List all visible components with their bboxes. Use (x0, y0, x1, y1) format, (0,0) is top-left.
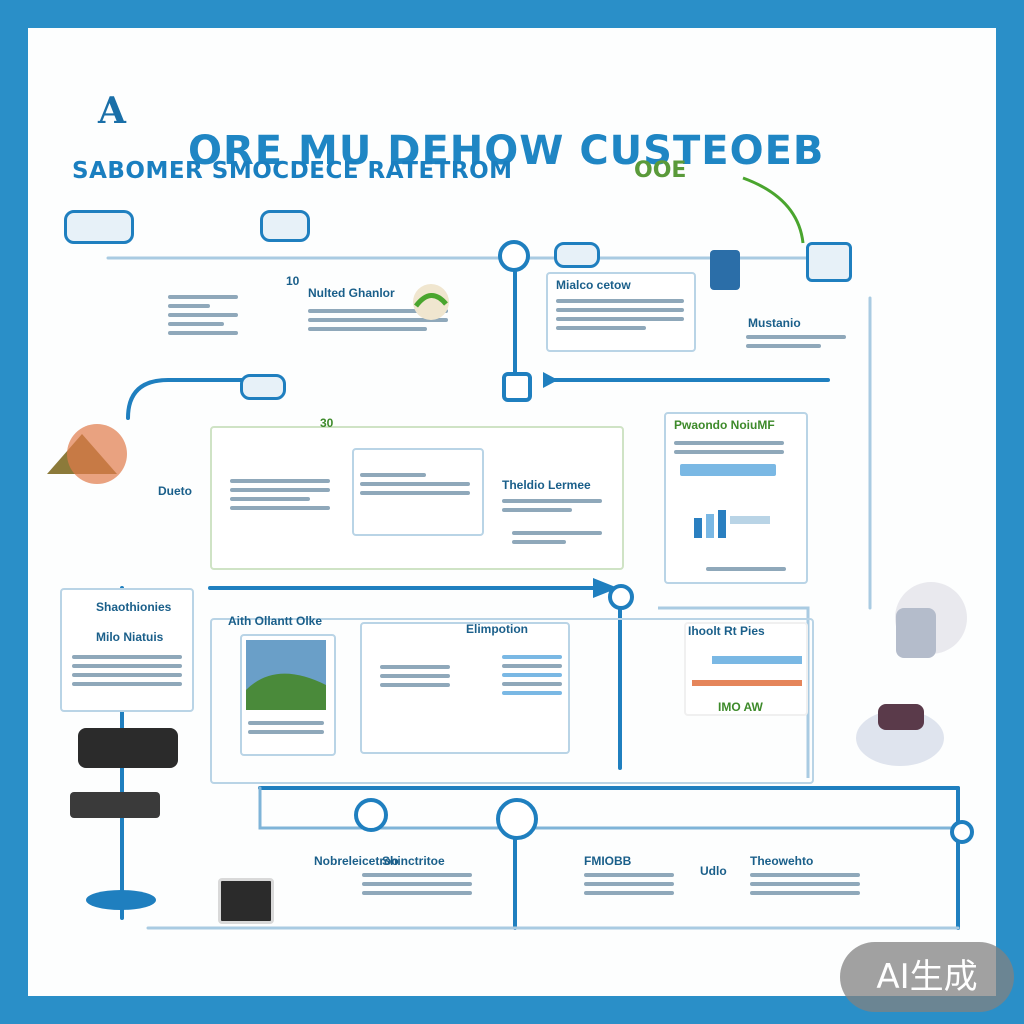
top-left-heading: Nulted Ghanlor (308, 286, 395, 300)
flow-node-top (498, 240, 530, 272)
capsule-icon (554, 242, 600, 268)
bottom-right-sub: IMO AW (718, 700, 763, 714)
flow-node-bottom-right (950, 820, 974, 844)
mid-center-heading: Theldio Lermee (502, 478, 591, 492)
footer-b: Shinctritoe (382, 854, 445, 868)
header-badge: A (98, 90, 126, 132)
cloud-icon (895, 582, 967, 658)
capsule-icon (240, 374, 286, 400)
mid-inner-panel (352, 448, 484, 536)
page-subtitle: SABOMER SMOCDECE RATETROM (72, 158, 513, 184)
top-left-number: 10 (286, 274, 300, 288)
diagram-canvas: A ORE MU DEHOW CUSTEOEB SABOMER SMOCDECE… (28, 28, 996, 996)
arrow-head-icon (593, 578, 618, 598)
footer-d: Theowehto (750, 854, 814, 868)
lower-frame (210, 618, 814, 784)
page-title: ORE MU DEHOW CUSTEOEB (188, 128, 825, 174)
plant-icon (413, 284, 449, 320)
device-icon (710, 250, 740, 290)
mid-left-number: 30 (320, 416, 334, 430)
left-panel-sub: Milo Niatuis (96, 630, 164, 644)
left-panel-heading: Shaothionies (96, 600, 172, 614)
gear-icon (502, 372, 532, 402)
left-panel: Shaothionies Milo Niatuis (60, 588, 194, 712)
bottom-center-heading: Elimpotion (466, 622, 528, 636)
connector-icon (64, 210, 134, 244)
mid-right-heading: Pwaondo NoiuMF (674, 418, 775, 432)
left-label: Dueto (158, 484, 192, 498)
robot-icon (856, 704, 944, 766)
bottom-left-heading: Aith Ollantt Olke (228, 614, 323, 628)
progress-bar (680, 464, 776, 476)
top-left-text (168, 290, 238, 340)
footer-e: Udlo (700, 864, 727, 878)
footer-c: FMIOBB (584, 854, 632, 868)
flow-node-bottom-center (496, 798, 538, 840)
landscape-card (240, 634, 336, 756)
landscape-image-icon (246, 640, 326, 710)
bottom-right-heading: Ihoolt Rt Pies (688, 624, 765, 638)
mid-right-card: Pwaondo NoiuMF (664, 412, 808, 584)
laptop-icon (218, 878, 274, 924)
middle-card: 30 Theldio Lermee (210, 416, 624, 570)
mountain-icon (47, 424, 127, 484)
bottom-right-card: Ihoolt Rt Pies (684, 622, 808, 716)
footer-a: Nobreleicetroo (314, 854, 399, 868)
flow-node-bottom-left (354, 798, 388, 832)
plug-icon (260, 210, 310, 242)
subtitle-tail: OOE (634, 158, 687, 183)
bottom-center-card: Elimpotion (360, 622, 570, 754)
flow-node-mid (608, 584, 634, 610)
left-upper-bend (126, 378, 250, 420)
ai-generated-watermark: AI生成 (840, 942, 1014, 1012)
monitor-icon (806, 242, 852, 282)
server-icon (78, 728, 178, 768)
keyboard-icon (70, 792, 160, 818)
stand-base-icon (86, 890, 156, 910)
chart-icon (694, 510, 770, 538)
top-center-card: Mialco cetow (546, 272, 696, 352)
right-heading: Mustanio (748, 316, 801, 330)
top-center-heading: Mialco cetow (556, 278, 631, 292)
